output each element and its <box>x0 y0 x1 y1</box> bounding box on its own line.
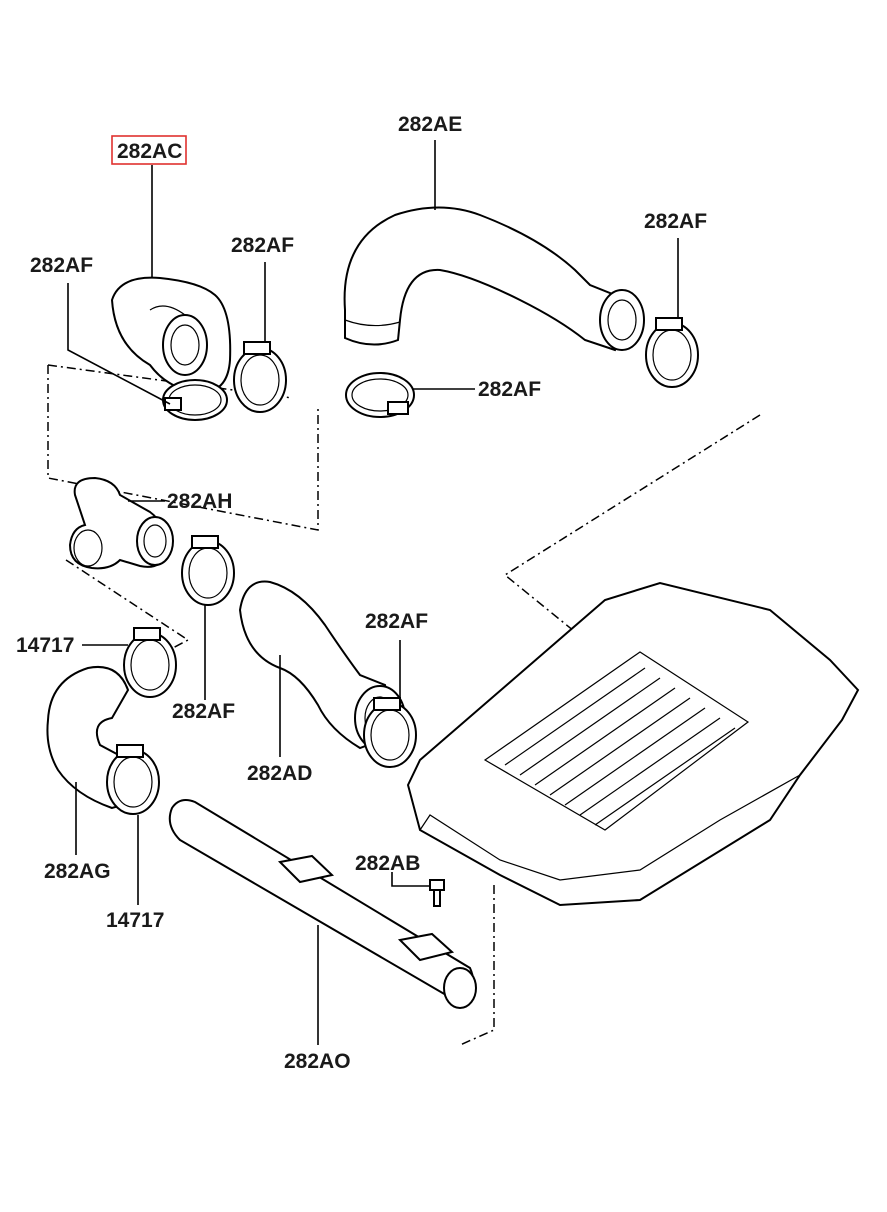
callout-282af-elbow[interactable]: 282AF <box>231 234 294 257</box>
callout-282ah[interactable]: 282AH <box>167 490 232 513</box>
bolt-282ab <box>429 879 445 907</box>
callout-282ad[interactable]: 282AD <box>247 762 312 785</box>
callout-282ac[interactable]: 282AC <box>117 140 182 163</box>
tee-fitting-282ah <box>68 476 174 570</box>
clamp-282af-right <box>645 317 699 388</box>
callout-14717-upper[interactable]: 14717 <box>16 634 74 657</box>
callout-282af-left[interactable]: 282AF <box>30 254 93 277</box>
callout-282ab[interactable]: 282AB <box>355 852 420 875</box>
callout-282af-mid-left[interactable]: 282AF <box>172 700 235 723</box>
highlight-box <box>111 135 187 165</box>
clamp-282af-center <box>345 372 415 418</box>
clamp-14717-upper <box>123 627 177 698</box>
callout-labels: 282AC 282AE 282AF 282AF 282AF 282AF 282A… <box>16 113 707 1073</box>
clamp-14717-lower <box>106 744 160 815</box>
clamp-282af-282ad <box>363 697 417 768</box>
pipe-282ao <box>168 799 477 1009</box>
callout-282af-center[interactable]: 282AF <box>478 378 541 401</box>
clamp-282af-tee <box>181 535 235 606</box>
callout-282ag[interactable]: 282AG <box>44 860 111 883</box>
callout-282af-mid-right[interactable]: 282AF <box>365 610 428 633</box>
leader-lines <box>67 140 679 1045</box>
callout-14717-lower[interactable]: 14717 <box>106 909 164 932</box>
long-hose-282ae <box>343 206 645 352</box>
callout-282ao[interactable]: 282AO <box>284 1050 351 1073</box>
intercooler-assembly <box>406 581 860 907</box>
callout-282ae[interactable]: 282AE <box>398 113 462 136</box>
clamp-282af-elbow-side <box>233 341 287 413</box>
clamp-282af-elbow-lower <box>162 379 228 421</box>
elbow-hose-282ac <box>110 276 232 394</box>
callout-282af-right[interactable]: 282AF <box>644 210 707 233</box>
